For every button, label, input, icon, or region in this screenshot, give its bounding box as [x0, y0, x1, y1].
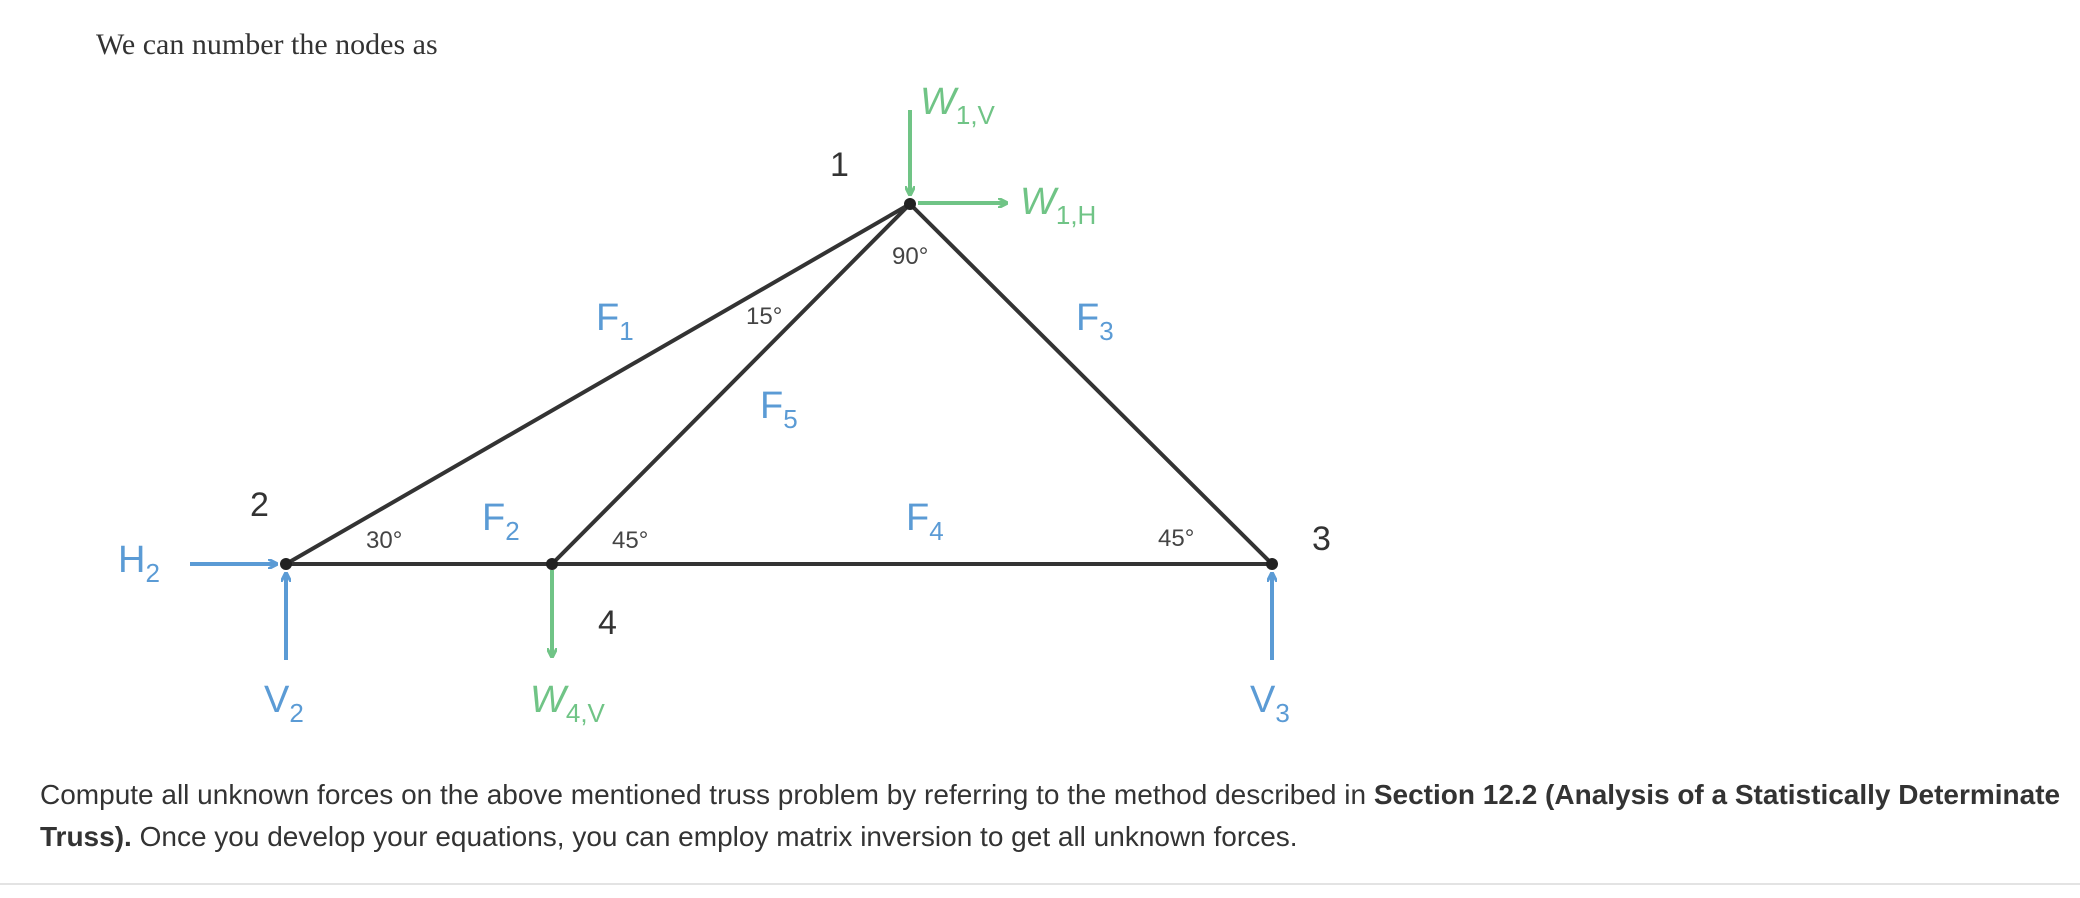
angle-f1-f5: 15° [746, 303, 782, 330]
label-v2: V2 [264, 679, 304, 728]
node-label-3: 3 [1312, 520, 1331, 558]
angle-node-1: 90° [892, 243, 928, 270]
label-w1h: W1,H [1020, 181, 1096, 230]
label-f5: F5 [760, 385, 798, 434]
node-label-2: 2 [250, 486, 269, 524]
member-f1 [284, 202, 912, 566]
member-f3 [908, 202, 1274, 566]
instruction-paragraph: Compute all unknown forces on the above … [40, 774, 2070, 858]
node-label-1: 1 [830, 146, 849, 184]
paragraph-text-1: Compute all unknown forces on the above … [40, 779, 1374, 810]
label-f2: F2 [482, 497, 520, 546]
label-w4v: W4,V [530, 679, 606, 728]
divider [0, 883, 2080, 885]
angle-node-3: 45° [1158, 525, 1194, 552]
angle-node-4: 45° [612, 527, 648, 554]
label-w1v: W1,V [920, 81, 996, 130]
node-4 [546, 558, 558, 570]
label-v3: V3 [1250, 679, 1290, 728]
label-h2: H2 [118, 539, 160, 588]
node-label-4: 4 [598, 604, 617, 642]
intro-text: We can number the nodes as [96, 28, 438, 61]
label-f4: F4 [906, 497, 944, 546]
paragraph-section-reference: Section 12.2 (Analysis of a Statisticall… [40, 779, 2061, 852]
label-f3: F3 [1076, 297, 1114, 346]
label-f1: F1 [596, 297, 634, 346]
node-1 [904, 198, 916, 210]
angle-node-2: 30° [366, 527, 402, 554]
node-2 [280, 558, 292, 570]
node-3 [1266, 558, 1278, 570]
member-f5 [550, 202, 912, 566]
truss-diagram: 1 2 3 4 90° 15° 30° 45° 45° F1 F2 F3 F4 … [118, 81, 1331, 728]
paragraph-text-2: Once you develop your equations, you can… [131, 821, 1298, 852]
